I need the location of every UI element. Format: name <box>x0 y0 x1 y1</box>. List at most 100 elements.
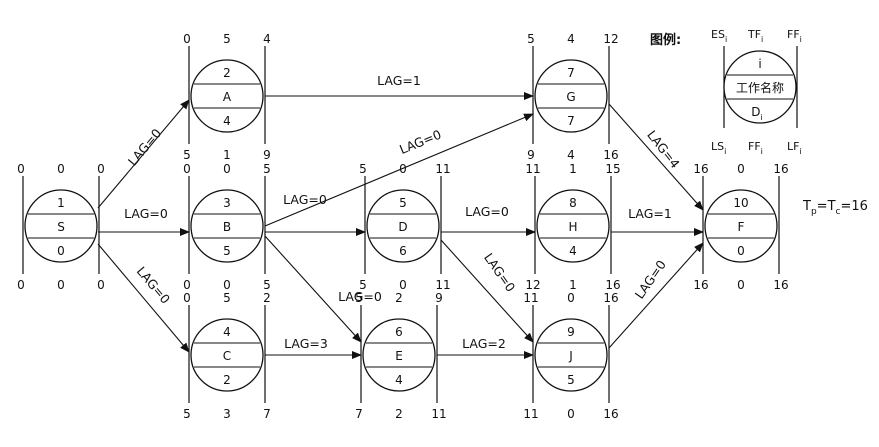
node-name: A <box>223 90 232 104</box>
node-ef: 16 <box>603 291 618 305</box>
node-ff: 0 <box>737 278 745 292</box>
legend-es-label: ESi <box>711 28 727 44</box>
node-ef: 12 <box>603 32 618 46</box>
node-duration: 4 <box>569 244 577 258</box>
edge-b-d: LAG=0 <box>265 192 366 236</box>
edge-arrow-b-e <box>264 235 362 343</box>
edge-arrow-s-c <box>97 243 190 353</box>
node-name: E <box>395 349 403 363</box>
node-duration: 0 <box>57 244 65 258</box>
edge-arrow-d-j <box>440 239 534 343</box>
node-circle <box>704 189 778 263</box>
node-es: 0 <box>183 162 191 176</box>
edge-j-f: LAG=0 <box>608 242 704 349</box>
node-index: 4 <box>223 325 231 339</box>
tp-tc-annotation: Tp=Tc=16 <box>802 199 868 217</box>
edge-label-j-f: LAG=0 <box>632 257 669 301</box>
node-duration: 6 <box>399 244 407 258</box>
node-name: S <box>57 220 65 234</box>
node-name: F <box>738 220 745 234</box>
node-es: 5 <box>359 162 367 176</box>
legend-ff-bottom-label: FFi <box>748 140 763 156</box>
node-ls: 12 <box>525 278 540 292</box>
edge-label-b-d: LAG=0 <box>283 192 327 207</box>
node-circle <box>366 189 440 263</box>
legend-tf-label: TFi <box>747 28 763 44</box>
legend-inner-name: 工作名称 <box>736 80 784 95</box>
node-ef: 15 <box>605 162 620 176</box>
edge-arrow-b-g <box>264 113 534 227</box>
node-circle <box>190 318 264 392</box>
edge-g-f: LAG=4 <box>608 103 704 211</box>
node-tf: 5 <box>223 291 231 305</box>
edge-label-a-g: LAG=1 <box>377 73 421 88</box>
node-ef: 2 <box>263 291 271 305</box>
edge-s-b: LAG=0 <box>98 206 190 236</box>
node-ls: 5 <box>359 278 367 292</box>
edge-label-c-e: LAG=3 <box>284 336 328 351</box>
edge-label-d-j: LAG=0 <box>481 250 518 294</box>
node-circle <box>536 189 610 263</box>
node-lf: 16 <box>603 407 618 421</box>
node-ff: 0 <box>399 278 407 292</box>
node-ls: 0 <box>183 278 191 292</box>
node-ff: 1 <box>569 278 577 292</box>
node-lf: 9 <box>263 148 271 162</box>
node-ls: 0 <box>17 278 25 292</box>
node-es: 5 <box>527 32 535 46</box>
edge-s-c: LAG=0 <box>97 243 190 353</box>
node-es: 11 <box>523 291 538 305</box>
node-name: C <box>223 349 231 363</box>
edge-h-f: LAG=1 <box>611 206 704 236</box>
edge-label-b-e: LAG=0 <box>338 289 382 304</box>
node-lf: 7 <box>263 407 271 421</box>
edge-label-s-a: LAG=0 <box>125 126 165 169</box>
node-ef: 11 <box>435 162 450 176</box>
node-circle <box>190 189 264 263</box>
edge-d-h: LAG=0 <box>441 204 536 236</box>
edge-b-e: LAG=0 <box>264 235 382 343</box>
edge-arrow-j-f <box>608 242 704 349</box>
node-circle <box>534 59 608 133</box>
node-es: 16 <box>693 162 708 176</box>
node-index: 9 <box>567 325 575 339</box>
node-ls: 9 <box>527 148 535 162</box>
legend-lf-label: LFi <box>787 140 802 156</box>
node-name: G <box>566 90 575 104</box>
edge-a-g: LAG=1 <box>265 73 534 100</box>
node-ef: 5 <box>263 162 271 176</box>
node-es: 5 <box>355 291 363 305</box>
node-tf: 5 <box>223 32 231 46</box>
node-ff: 0 <box>567 407 575 421</box>
edge-label-s-b: LAG=0 <box>124 206 168 221</box>
node-ls: 7 <box>355 407 363 421</box>
legend-circle <box>723 50 797 124</box>
node-es: 11 <box>525 162 540 176</box>
node-ls: 11 <box>523 407 538 421</box>
edge-label-d-h: LAG=0 <box>465 204 509 219</box>
edge-label-g-f: LAG=4 <box>644 127 683 171</box>
node-tf: 0 <box>399 162 407 176</box>
node-duration: 5 <box>223 244 231 258</box>
edge-c-e: LAG=3 <box>265 336 362 359</box>
node-duration: 2 <box>223 373 231 387</box>
node-ef: 0 <box>97 162 105 176</box>
node-circle <box>190 59 264 133</box>
node-index: 10 <box>733 196 748 210</box>
node-name: H <box>568 220 577 234</box>
node-lf: 5 <box>263 278 271 292</box>
edge-label-s-c: LAG=0 <box>134 264 174 307</box>
legend-title: 图例: <box>650 32 681 48</box>
legend-inner-index: i <box>758 57 761 71</box>
node-lf: 16 <box>773 278 788 292</box>
node-ls: 16 <box>693 278 708 292</box>
node-ff: 4 <box>567 148 575 162</box>
